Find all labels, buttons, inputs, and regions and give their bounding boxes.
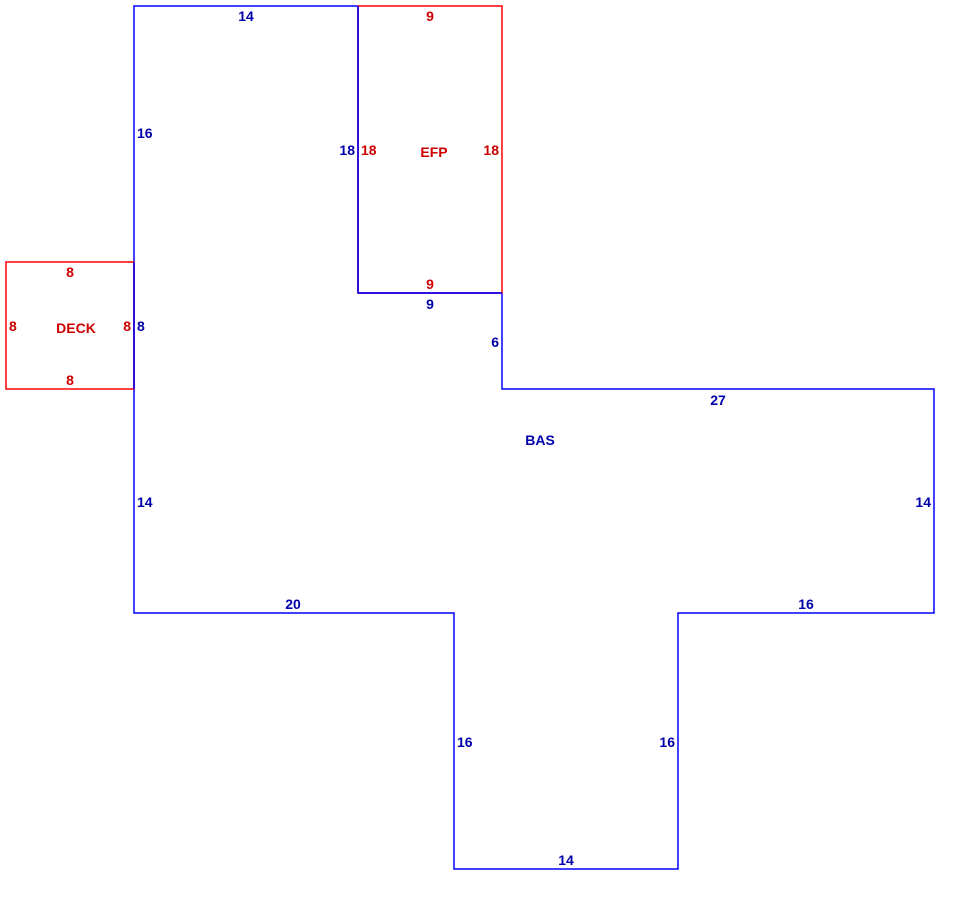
efp-area-label: EFP: [420, 144, 447, 160]
bas-dim-stem-left: 16: [457, 734, 473, 750]
bas-dim-deck-shared: 8: [137, 318, 145, 334]
bas-dim-top: 14: [238, 8, 254, 24]
efp-dim-right: 18: [483, 142, 499, 158]
bas-dim-left-lower: 14: [137, 494, 153, 510]
bas-dim-step: 6: [491, 334, 499, 350]
efp-dim-top: 9: [426, 8, 434, 24]
bas-dim-left-bottom: 20: [285, 596, 301, 612]
deck-dim-bottom: 8: [66, 372, 74, 388]
bas-dim-right-top: 27: [710, 392, 726, 408]
deck-dim-left: 8: [9, 318, 17, 334]
bas-dim-right: 14: [915, 494, 931, 510]
efp-dim-bottom: 9: [426, 276, 434, 292]
deck-area-label: DECK: [56, 320, 96, 336]
bas-dim-stem-bottom: 14: [558, 852, 574, 868]
bas-dim-stem-right: 16: [659, 734, 675, 750]
deck-dim-top: 8: [66, 264, 74, 280]
deck-dim-right: 8: [123, 318, 131, 334]
bas-dim-efp-bottom: 9: [426, 296, 434, 312]
efp-dim-left: 18: [361, 142, 377, 158]
bas-dim-right-bottom: 16: [798, 596, 814, 612]
bas-dim-efp-shared: 18: [339, 142, 355, 158]
bas-area-label: BAS: [525, 432, 555, 448]
bas-dim-left-upper: 16: [137, 125, 153, 141]
